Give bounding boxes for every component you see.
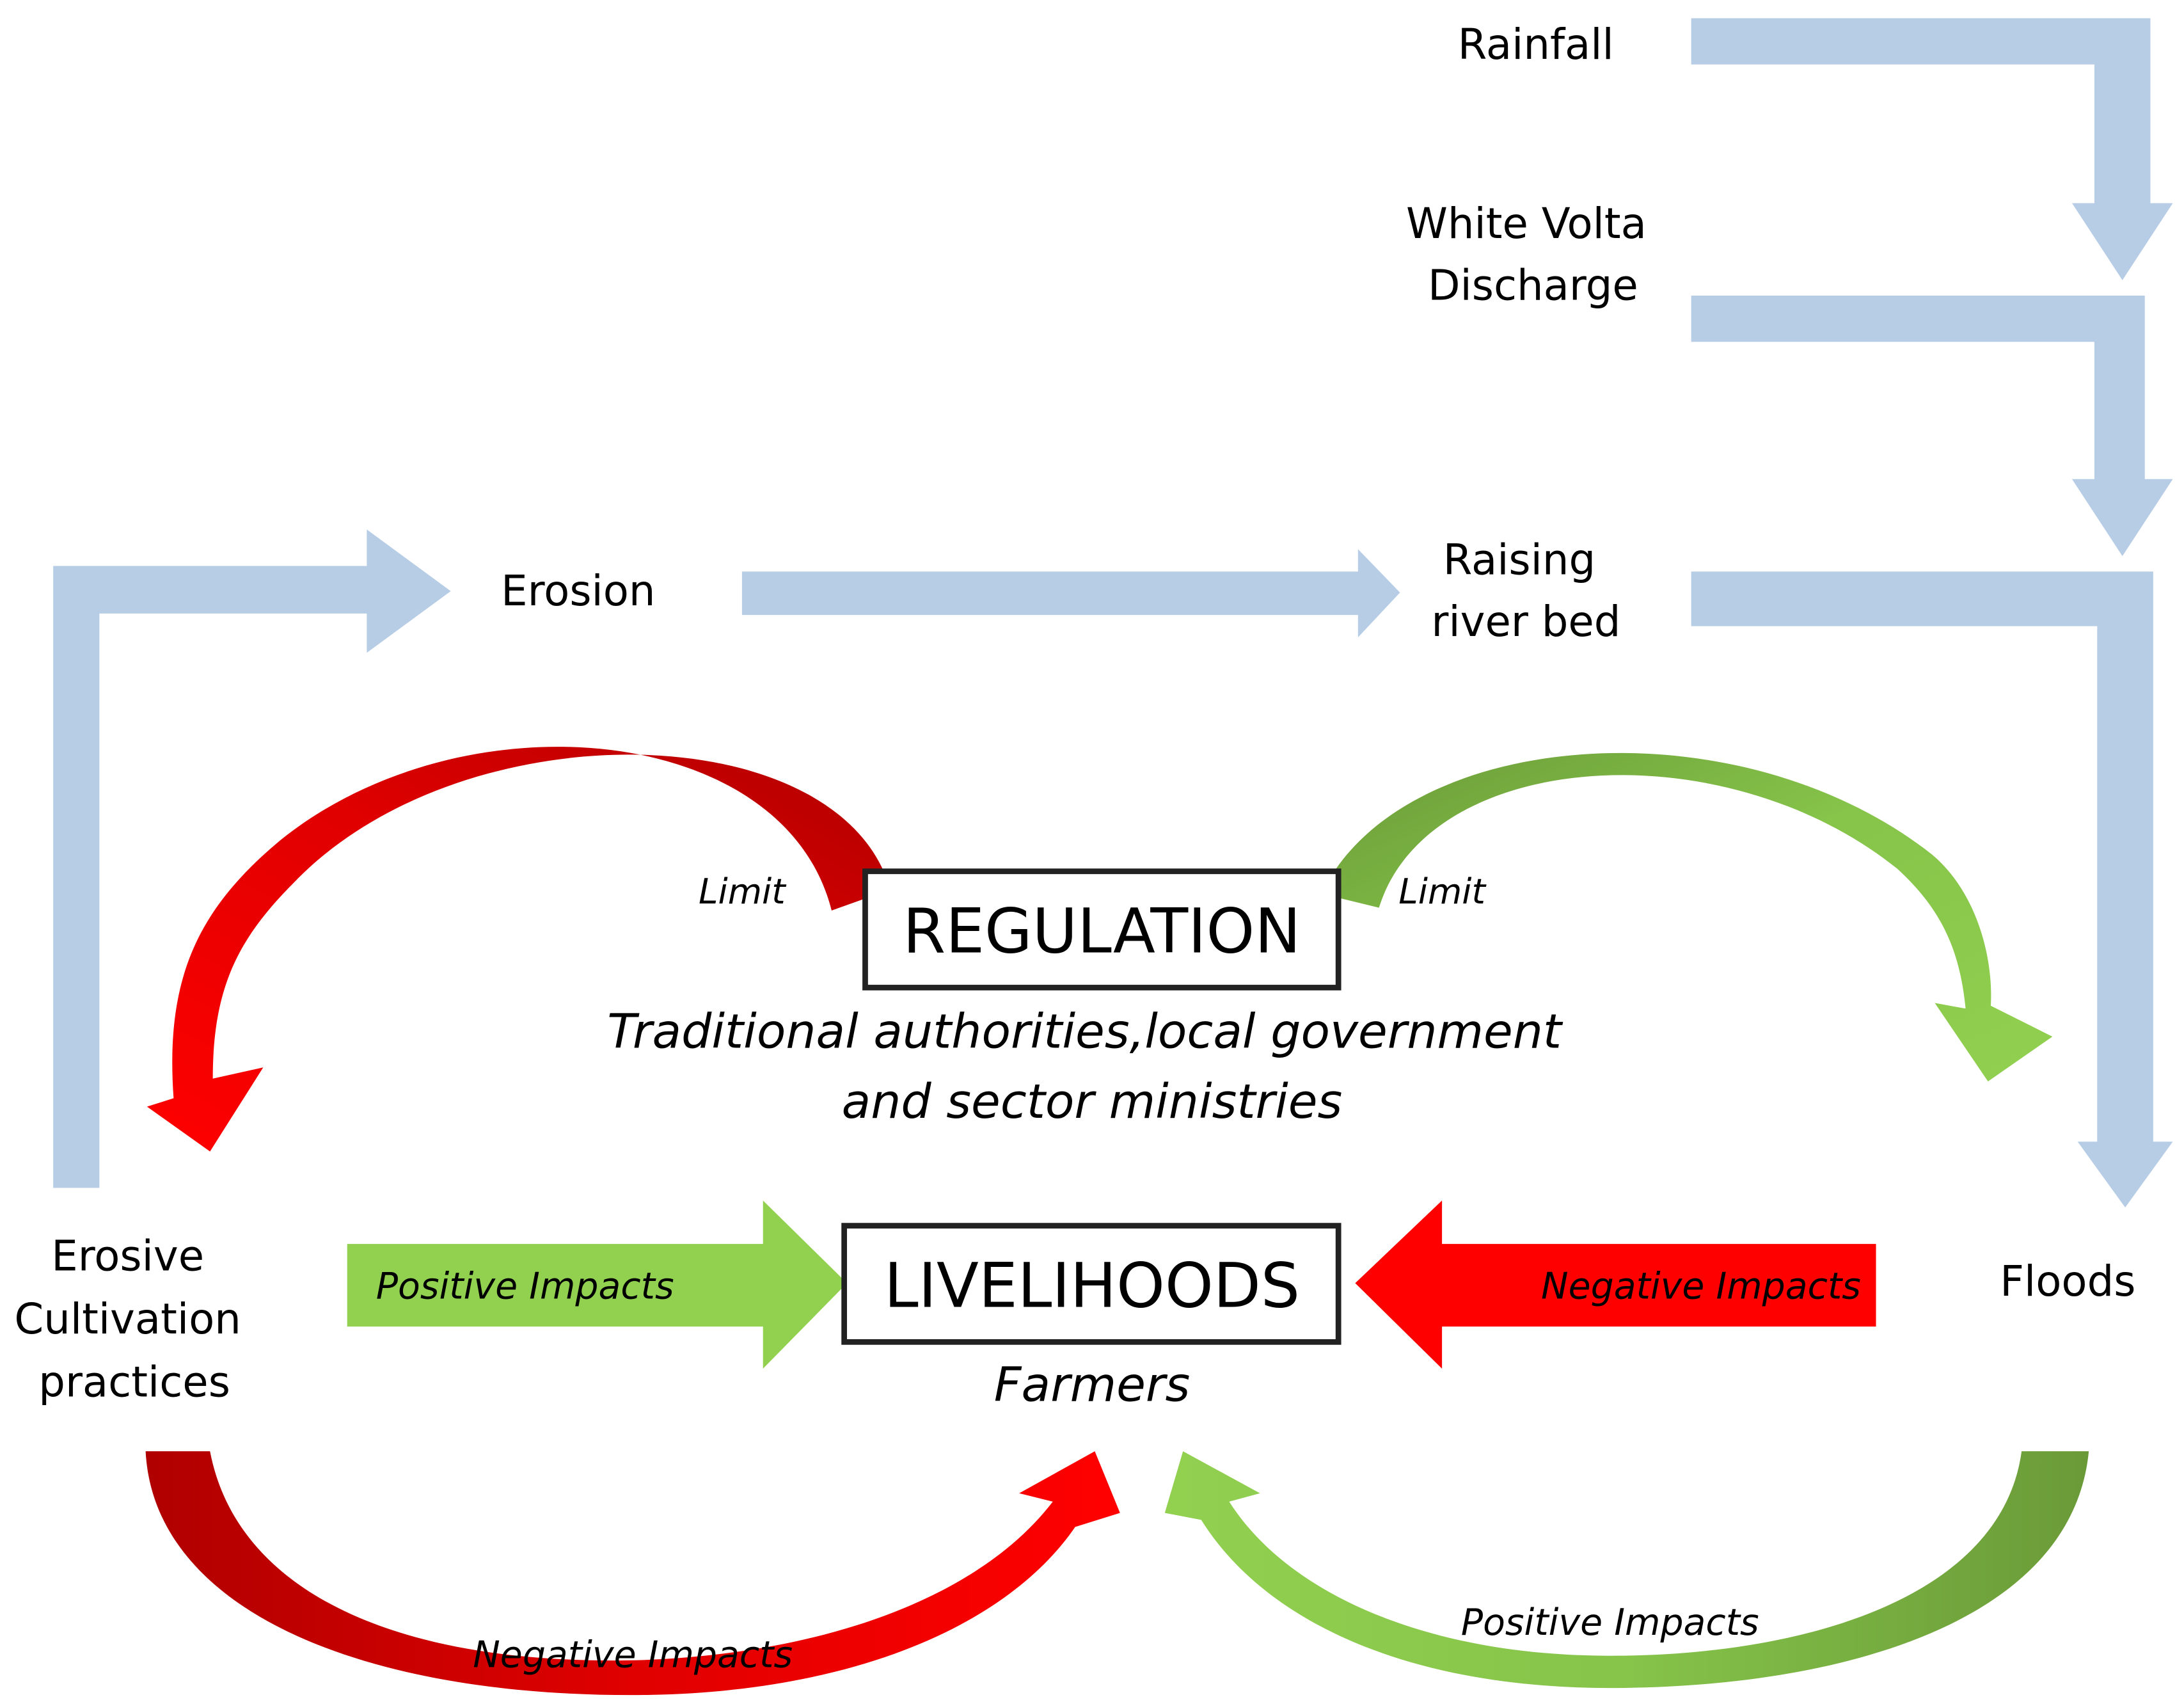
livelihoods-actors: Farmers — [994, 1356, 1191, 1412]
arrow-riverbed-to-floods — [1691, 571, 2173, 1208]
arrow-rainfall-to-discharge — [1691, 18, 2173, 280]
node-floods: Floods — [2000, 1257, 2135, 1306]
arrow-erosion-to-riverbed — [741, 549, 1400, 638]
label-limit-left: Limit — [699, 871, 787, 912]
regulation-actors: Traditional authorities,local government… — [607, 1004, 1576, 1129]
arrow-floods-positive-to-livelihoods — [1164, 1451, 2089, 1689]
livelihoods-box — [841, 1223, 1341, 1345]
node-erosive-cultivation-practices: Erosive Cultivation practices — [14, 1232, 254, 1407]
bottom-arrows — [145, 1451, 2089, 1696]
arrow-practices-to-erosion — [53, 529, 451, 1188]
arrow-regulation-limits-floods — [1321, 752, 2053, 1082]
flow-arrows — [53, 18, 2173, 1208]
node-raising-river-bed: Raising river bed — [1431, 536, 1620, 646]
label-negative-impacts-bottom: Negative Impacts — [473, 1634, 793, 1676]
limit-arrows — [146, 747, 2053, 1152]
label-negative-impacts-right: Negative Impacts — [1541, 1265, 1861, 1307]
regulation-title: REGULATION — [903, 896, 1301, 967]
node-white-volta-discharge: White Volta Discharge — [1406, 200, 1660, 310]
label-positive-impacts-bottom: Positive Impacts — [1461, 1602, 1759, 1644]
label-positive-impacts-left: Positive Impacts — [376, 1265, 674, 1307]
label-limit-right: Limit — [1398, 871, 1487, 912]
arrow-discharge-to-riverbed — [1691, 295, 2173, 557]
arrow-practices-negative-to-livelihoods — [145, 1451, 1120, 1696]
regulation-box — [862, 868, 1341, 990]
node-erosion: Erosion — [501, 567, 655, 616]
node-rainfall: Rainfall — [1458, 20, 1614, 69]
arrow-regulation-limits-practices — [146, 747, 890, 1152]
livelihoods-title: LIVELIHOODS — [884, 1250, 1300, 1322]
